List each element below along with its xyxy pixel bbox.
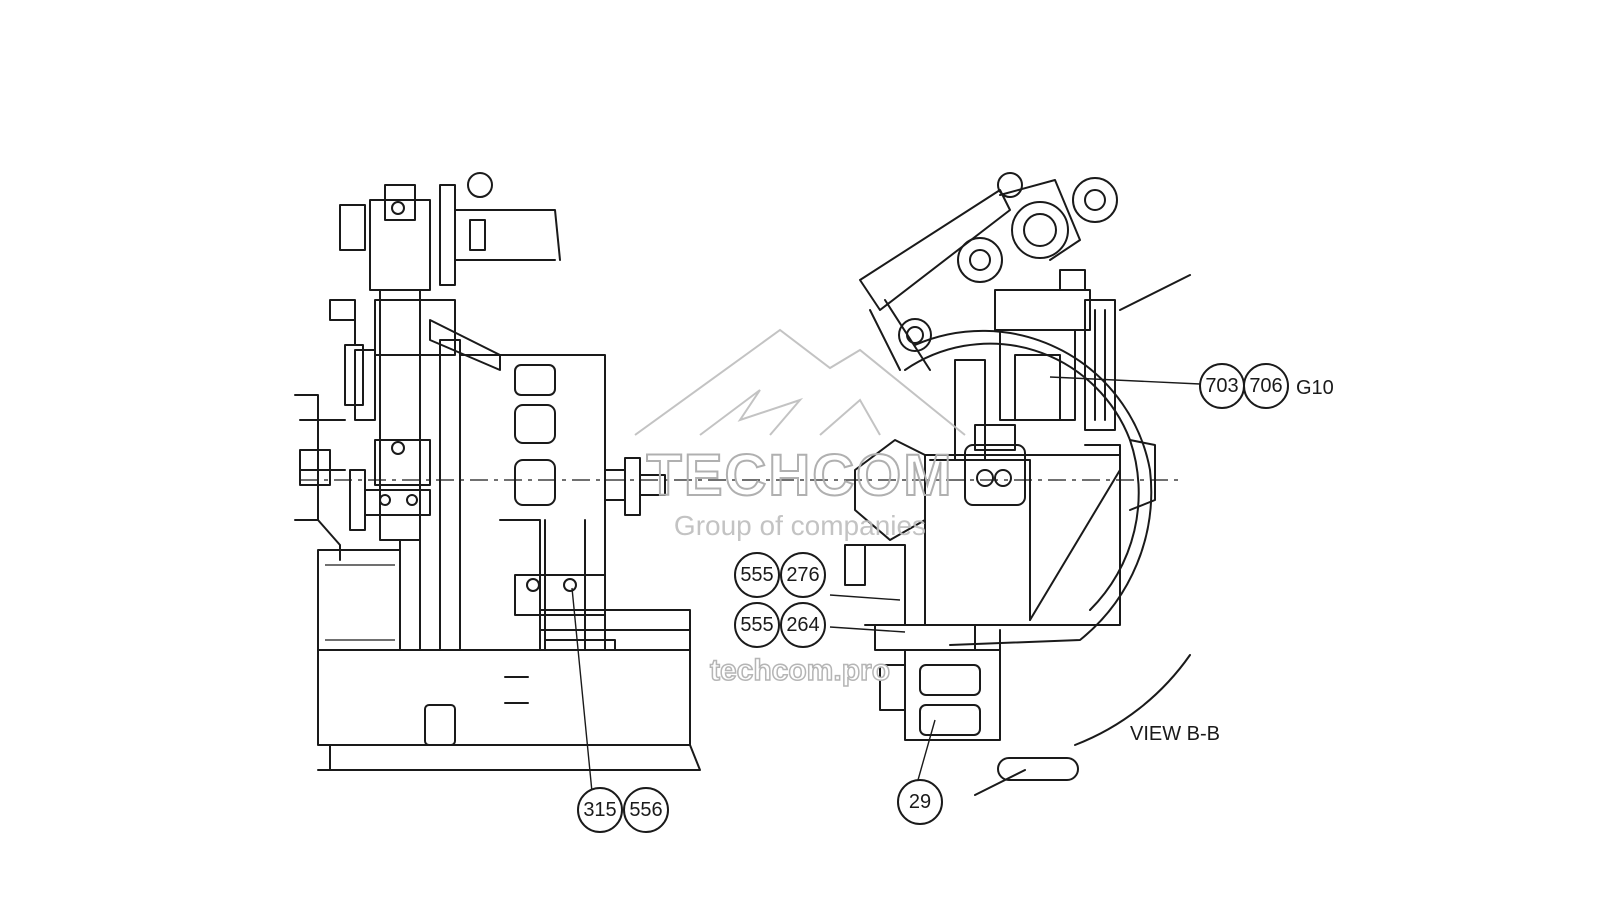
callout-264: 264 [780,602,826,648]
watermark: TECHCOM Group of companies techcom.pro [634,328,966,688]
callout-706: 706 [1243,363,1289,409]
left-view-assembly [294,172,701,771]
callout-555-a-text: 555 [740,564,773,586]
callout-29: 29 [897,779,943,825]
callout-555-b-text: 555 [740,614,773,636]
callout-555-b: 555 [734,602,780,648]
view-label: VIEW B-B [1130,723,1220,745]
right-view-assembly [844,172,1191,796]
callout-276: 276 [780,552,826,598]
callout-29-text: 29 [909,791,931,813]
callout-556-text: 556 [629,799,662,821]
callout-276-text: 276 [786,564,819,586]
grid-reference: G10 [1296,377,1334,399]
callout-315: 315 [577,787,623,833]
callout-703: 703 [1199,363,1245,409]
watermark-brand: TECHCOM [646,443,953,508]
callout-555-a: 555 [734,552,780,598]
callout-315-text: 315 [583,799,616,821]
callout-leaders [571,376,1201,793]
watermark-logo-icon [634,328,966,436]
callout-703-text: 703 [1205,375,1238,397]
watermark-url: techcom.pro [710,654,890,687]
callout-706-text: 706 [1249,375,1282,397]
callout-264-text: 264 [786,614,819,636]
callout-556: 556 [623,787,669,833]
watermark-tagline: Group of companies [674,510,926,541]
